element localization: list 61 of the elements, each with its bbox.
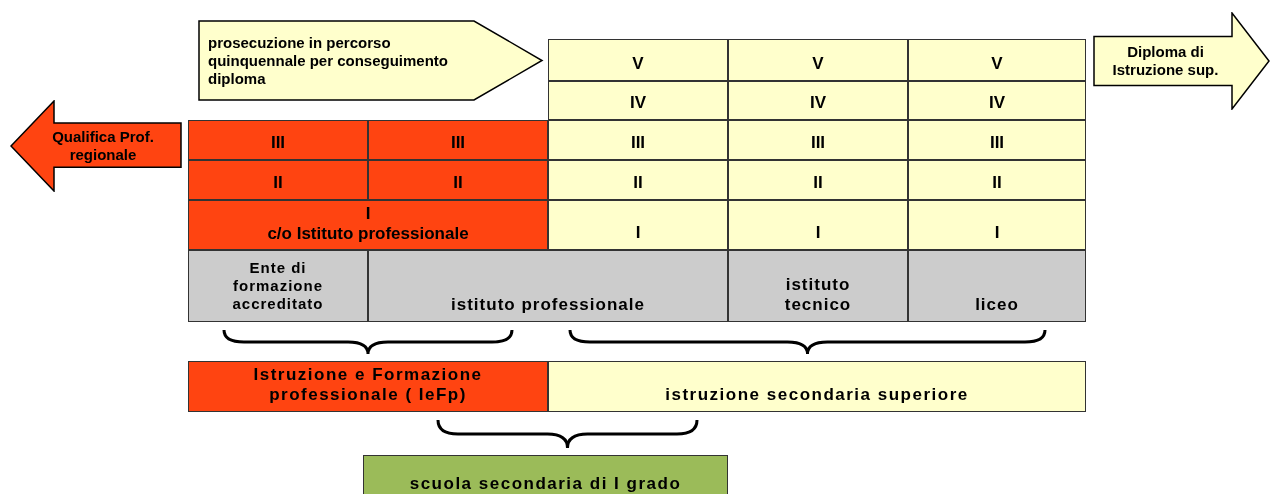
cell-label: istituto tecnico [783, 275, 853, 315]
table-cell [548, 361, 1086, 412]
table-cell [728, 250, 908, 322]
table-cell [728, 81, 908, 120]
cell-label: III [449, 133, 467, 153]
table-cell [188, 361, 548, 412]
table-cell [908, 81, 1086, 120]
cell-label: I [814, 223, 822, 243]
arrow-label: Diploma di Istruzione sup. [1111, 43, 1220, 79]
cell-label: III [269, 133, 287, 153]
cell-label: I [364, 203, 372, 224]
table-cell [368, 250, 728, 322]
table-cell [908, 120, 1086, 160]
table-cell [908, 200, 1086, 250]
cell-label: III [988, 133, 1006, 153]
cell-label: IV [808, 93, 828, 113]
table-cell [908, 160, 1086, 200]
arrow-label: prosecuzione in percorso quinquennale per conseguimento diploma [208, 33, 450, 88]
table-cell [728, 160, 908, 200]
cell-label: II [991, 173, 1003, 193]
table-cell [363, 455, 728, 494]
table-cell [728, 200, 908, 250]
cell-label: c/o Istituto professionale [266, 223, 470, 244]
cell-label: I [634, 223, 642, 243]
cell-label: II [812, 173, 824, 193]
table-cell [368, 160, 548, 200]
table-cell [548, 39, 728, 81]
arrow-label: Qualifica Prof. regionale [51, 128, 155, 164]
cell-label: istituto professionale [450, 295, 646, 315]
cell-label: II [272, 173, 284, 193]
cell-label: I [993, 223, 1001, 243]
cell-label: II [452, 173, 464, 193]
table-cell [188, 160, 368, 200]
cell-label: III [629, 133, 647, 153]
table-cell [188, 250, 368, 322]
block-arrow [1093, 12, 1270, 110]
table-cell [548, 160, 728, 200]
table-cell [548, 200, 728, 250]
cell-label: istruzione secondaria superiore [664, 385, 970, 405]
cell-label: II [632, 173, 644, 193]
table-cell [368, 120, 548, 160]
cell-label: IV [628, 93, 648, 113]
table-cell [548, 81, 728, 120]
cell-label: IV [987, 93, 1007, 113]
pentagon-arrow [198, 20, 544, 101]
cell-label: V [990, 54, 1004, 74]
cell-label: V [811, 54, 825, 74]
table-cell [908, 39, 1086, 81]
table-cell [908, 250, 1086, 322]
table-cell [728, 120, 908, 160]
table-cell [188, 120, 368, 160]
cell-label: scuola secondaria di I grado [408, 474, 683, 494]
cell-label: V [631, 54, 645, 74]
table-cell [188, 200, 548, 250]
cell-label: Ente di formazione accreditato [231, 259, 325, 313]
cell-label: III [809, 133, 827, 153]
table-cell [548, 120, 728, 160]
block-arrow [10, 100, 182, 192]
table-cell [728, 39, 908, 81]
cell-label: Istruzione e Formazione professionale ( IeFp) [252, 365, 484, 405]
cell-label: liceo [974, 295, 1020, 315]
